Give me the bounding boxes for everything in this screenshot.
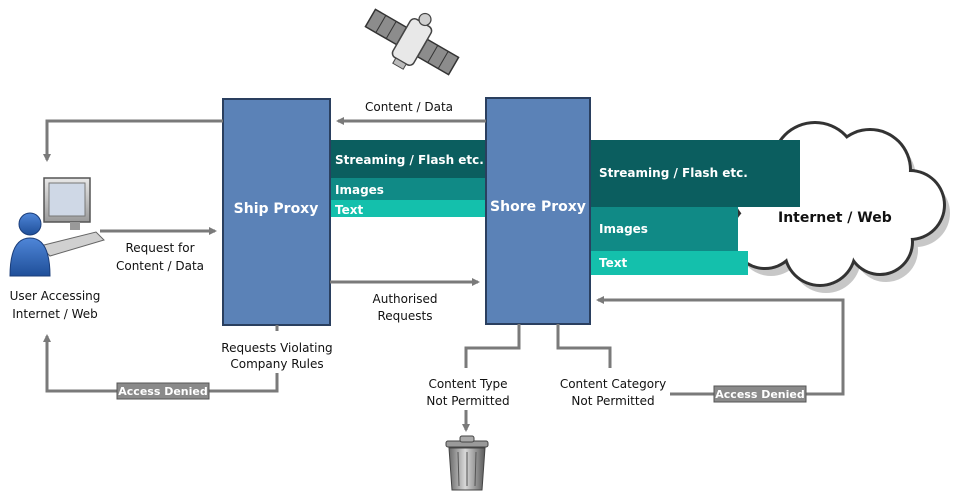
line-content-category — [556, 324, 612, 368]
right-band-images-label: Images — [599, 222, 648, 236]
ship-proxy-box — [222, 98, 331, 326]
content-data-label: Content / Data — [365, 100, 453, 114]
user-label-line2: Internet / Web — [12, 307, 97, 321]
right-band-streaming-label: Streaming / Flash etc. — [599, 166, 748, 180]
authorised-label-line1: Authorised — [373, 292, 438, 306]
satellite-icon — [364, 8, 460, 76]
right-band-text-label: Text — [599, 256, 627, 270]
access-denied-badge-left: Access Denied — [116, 382, 210, 400]
internet-cloud — [730, 121, 950, 293]
access-denied-badge-right: Access Denied — [713, 385, 807, 403]
request-label-line2: Content / Data — [116, 259, 204, 273]
left-content-bands: Streaming / Flash etc. Images Text — [330, 140, 486, 217]
trash-can-icon — [445, 435, 489, 491]
ship-proxy-label: Ship Proxy — [234, 201, 319, 217]
request-label-line1: Request for — [125, 241, 194, 255]
access-denied-right-label: Access Denied — [715, 388, 804, 401]
left-band-text — [330, 200, 486, 217]
left-band-streaming-label: Streaming / Flash etc. — [335, 153, 484, 167]
line-content-type — [464, 324, 521, 368]
right-band-streaming — [590, 140, 800, 207]
user-avatar-icon — [9, 212, 51, 277]
computer-icon — [39, 177, 105, 257]
violating-label-line1: Requests Violating — [221, 341, 332, 355]
authorised-label-line2: Requests — [378, 309, 433, 323]
content-type-label-line1: Content Type — [428, 377, 507, 391]
content-category-label-line2: Not Permitted — [571, 394, 654, 408]
right-content-bands: Streaming / Flash etc. Images Text — [590, 140, 800, 275]
left-band-images — [330, 178, 486, 200]
left-band-streaming — [330, 140, 486, 178]
arrow-ship-to-user — [43, 119, 223, 162]
shore-proxy-box — [485, 97, 591, 325]
user-label-line1: User Accessing — [10, 289, 101, 303]
content-category-label-line1: Content Category — [560, 377, 666, 391]
right-band-text — [590, 251, 748, 275]
shore-proxy-label: Shore Proxy — [490, 199, 586, 215]
left-band-images-label: Images — [335, 183, 384, 197]
content-type-label-line2: Not Permitted — [426, 394, 509, 408]
internet-label: Internet / Web — [778, 210, 892, 226]
right-band-images — [590, 207, 738, 251]
access-denied-left-label: Access Denied — [118, 385, 207, 398]
left-band-text-label: Text — [335, 203, 363, 217]
violating-label-line2: Company Rules — [230, 357, 323, 371]
